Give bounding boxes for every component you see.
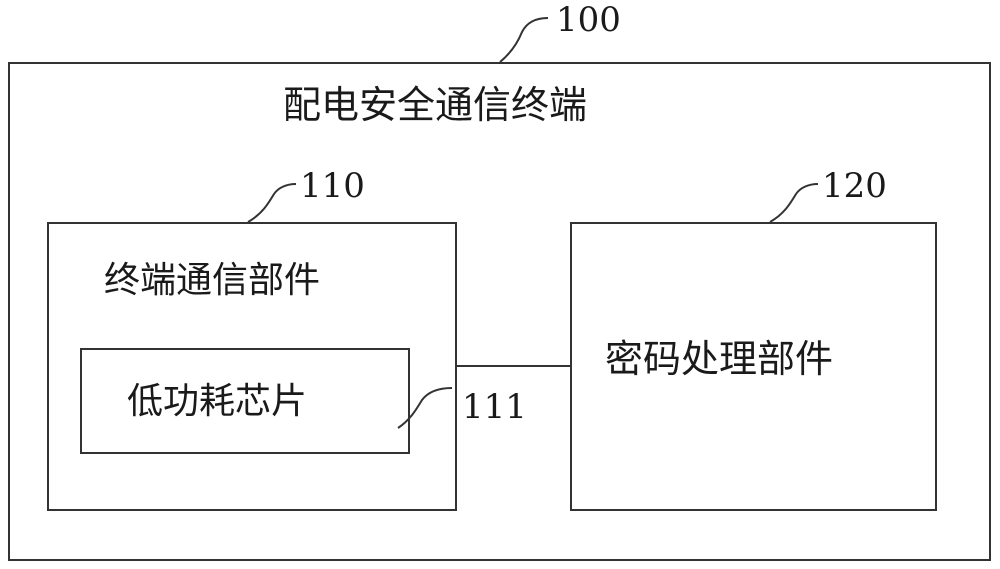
chip-ref: 111 xyxy=(462,387,527,427)
crypto-component-ref: 120 xyxy=(822,166,887,206)
crypto-component-box xyxy=(570,222,937,511)
outer-terminal-ref: 100 xyxy=(556,0,621,40)
leader-110 xyxy=(247,183,297,223)
leader-100 xyxy=(499,17,549,63)
comm-component-box xyxy=(47,222,457,511)
chip-box xyxy=(80,348,410,454)
crypto-component-title: 密码处理部件 xyxy=(605,337,834,381)
chip-title: 低功耗芯片 xyxy=(127,381,308,422)
outer-terminal-title: 配电安全通信终端 xyxy=(283,83,588,127)
leader-111 xyxy=(397,387,453,429)
leader-120 xyxy=(769,183,819,223)
outer-terminal-box xyxy=(8,62,991,561)
comm-component-ref: 110 xyxy=(300,166,365,206)
comm-component-title: 终端通信部件 xyxy=(104,260,321,301)
